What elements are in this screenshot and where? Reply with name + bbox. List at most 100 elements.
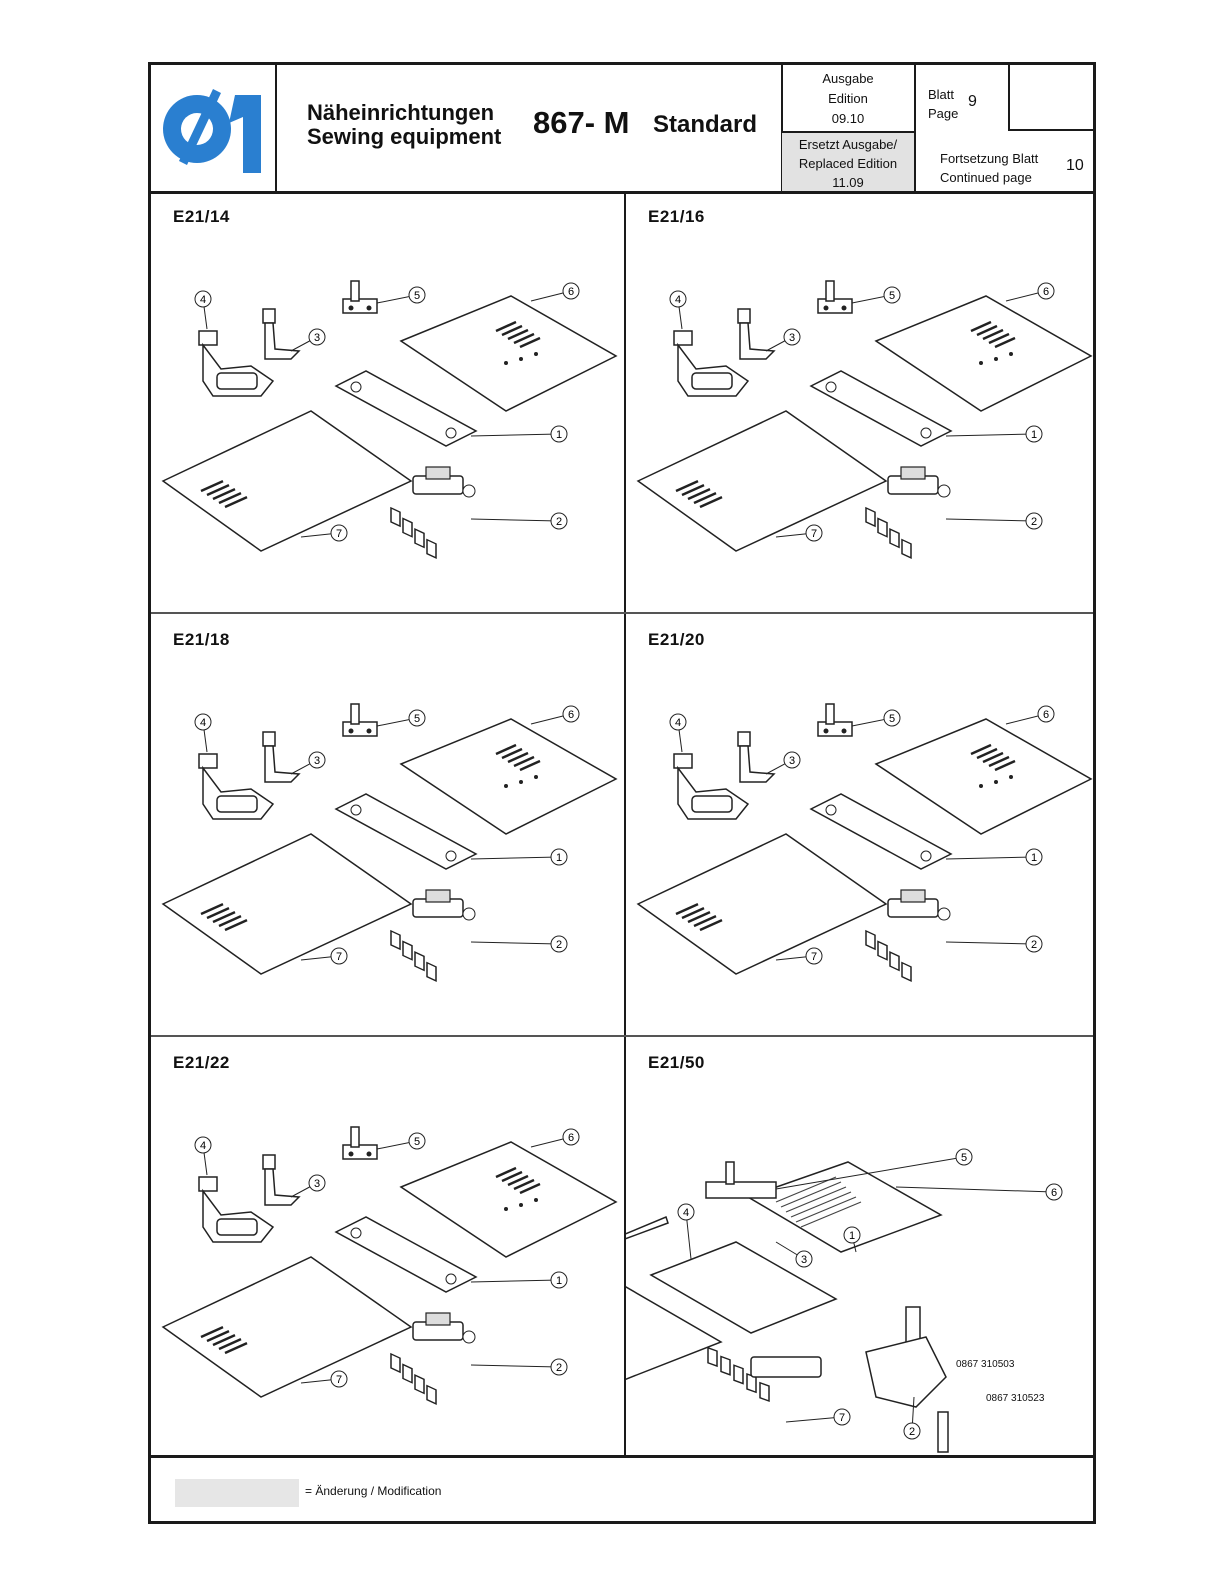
replaced-label-de: Ersetzt Ausgabe/ — [798, 137, 898, 152]
feed-dog-2 — [887, 889, 951, 921]
svg-text:5: 5 — [961, 1152, 967, 1164]
callout-5: 5 — [376, 709, 426, 727]
svg-text:2: 2 — [556, 516, 562, 528]
svg-text:2: 2 — [556, 1362, 562, 1374]
svg-text:1: 1 — [1031, 429, 1037, 441]
bracket-5 — [342, 703, 378, 737]
svg-text:7: 7 — [336, 951, 342, 963]
page-cell: Blatt Page 9 Fortsetzung Blatt Continued… — [916, 65, 1095, 191]
cover-plate-6 — [399, 295, 618, 412]
cover-plate-6 — [874, 718, 1093, 835]
modification-highlight-swatch — [175, 1479, 299, 1507]
bracket-5 — [817, 280, 853, 314]
page-label-en: Page — [928, 106, 959, 121]
edition-cell: Ausgabe Edition 09.10 Ersetzt Ausgabe/ R… — [782, 65, 916, 191]
svg-text:2: 2 — [909, 1426, 915, 1438]
cover-plate-7 — [161, 833, 413, 975]
svg-text:5: 5 — [889, 713, 895, 725]
exploded-view-drawing: 6 5 4 3 1 2 7 — [161, 280, 618, 559]
duerkopp-logo-icon — [163, 89, 261, 173]
panel-label: E21/50 — [648, 1053, 705, 1072]
callout-2: 2 — [470, 1358, 568, 1376]
callout-4: 4 — [669, 713, 687, 753]
feed-dog-2 — [412, 889, 476, 921]
cover-plate-6 — [874, 295, 1093, 412]
title-german: Näheinrichtungen — [307, 100, 495, 125]
cover-plate-7 — [636, 410, 888, 552]
title-block: Näheinrichtungen Sewing equipment 867- M… — [151, 65, 1095, 194]
callout-1: 1 — [945, 425, 1043, 443]
callout-1: 1 — [470, 425, 568, 443]
page-number: 9 — [968, 93, 977, 110]
svg-text:4: 4 — [200, 294, 206, 306]
needle-guard-3 — [262, 308, 301, 360]
throat-plate-1 — [649, 1241, 838, 1403]
needle-guard-3 — [262, 731, 301, 783]
callout-7: 7 — [785, 1408, 851, 1426]
svg-text:3: 3 — [314, 332, 320, 344]
edition-date: 09.10 — [831, 111, 865, 126]
row-divider — [151, 612, 1093, 614]
svg-text:2: 2 — [1031, 939, 1037, 951]
cover-plate-7 — [636, 833, 888, 975]
model-number: 867- M — [533, 105, 630, 140]
title-english: Sewing equipment — [307, 124, 502, 149]
replaced-label-en: Replaced Edition — [798, 156, 898, 171]
needle-guard-3 — [262, 1154, 301, 1206]
callout-6: 6 — [530, 282, 580, 302]
part-number-label: 0867 310503 — [956, 1359, 1015, 1370]
needle-guard-3 — [737, 308, 776, 360]
callout-2: 2 — [470, 935, 568, 953]
svg-text:7: 7 — [811, 951, 817, 963]
callout-3: 3 — [290, 328, 326, 352]
svg-text:6: 6 — [1051, 1187, 1057, 1199]
cover-plate-6 — [399, 718, 618, 835]
edition-label-en: Edition — [828, 91, 868, 106]
bracket-5 — [705, 1161, 777, 1199]
callout-1: 1 — [470, 848, 568, 866]
feed-dog-2 — [412, 1312, 476, 1344]
cover-plate-7 — [161, 410, 413, 552]
throat-plate-1 — [334, 1216, 478, 1405]
svg-text:5: 5 — [889, 290, 895, 302]
svg-text:7: 7 — [811, 528, 817, 540]
callout-6: 6 — [895, 1183, 1063, 1201]
page-empty-box — [1008, 65, 1095, 131]
throat-plate-1 — [809, 793, 953, 982]
callout-3: 3 — [765, 328, 801, 352]
feed-dog-2 — [887, 466, 951, 498]
svg-text:4: 4 — [200, 1140, 206, 1152]
panel-label: E21/14 — [173, 207, 230, 226]
svg-text:7: 7 — [336, 1374, 342, 1386]
svg-text:7: 7 — [336, 528, 342, 540]
callout-6: 6 — [530, 705, 580, 725]
feed-dog-2 — [412, 466, 476, 498]
replaced-edition-box: Ersetzt Ausgabe/ Replaced Edition 11.09 — [782, 131, 914, 191]
callout-7: 7 — [300, 947, 348, 965]
svg-text:3: 3 — [314, 1178, 320, 1190]
replaced-date: 11.09 — [832, 175, 864, 190]
svg-text:5: 5 — [414, 290, 420, 302]
callout-2: 2 — [470, 512, 568, 530]
logo-cell — [151, 65, 277, 191]
presser-foot-4 — [673, 753, 750, 820]
svg-text:4: 4 — [675, 294, 681, 306]
cover-plate-6 — [746, 1161, 943, 1253]
bracket-5 — [342, 280, 378, 314]
callout-5: 5 — [851, 286, 901, 304]
callout-7: 7 — [300, 1370, 348, 1388]
callout-7: 7 — [775, 524, 823, 542]
throat-plate-1 — [809, 370, 953, 559]
presser-foot-4 — [198, 330, 275, 397]
presser-foot-4 — [198, 1176, 275, 1243]
callout-5: 5 — [851, 709, 901, 727]
throat-plate-1 — [334, 370, 478, 559]
cover-plate-7 — [161, 1256, 413, 1398]
